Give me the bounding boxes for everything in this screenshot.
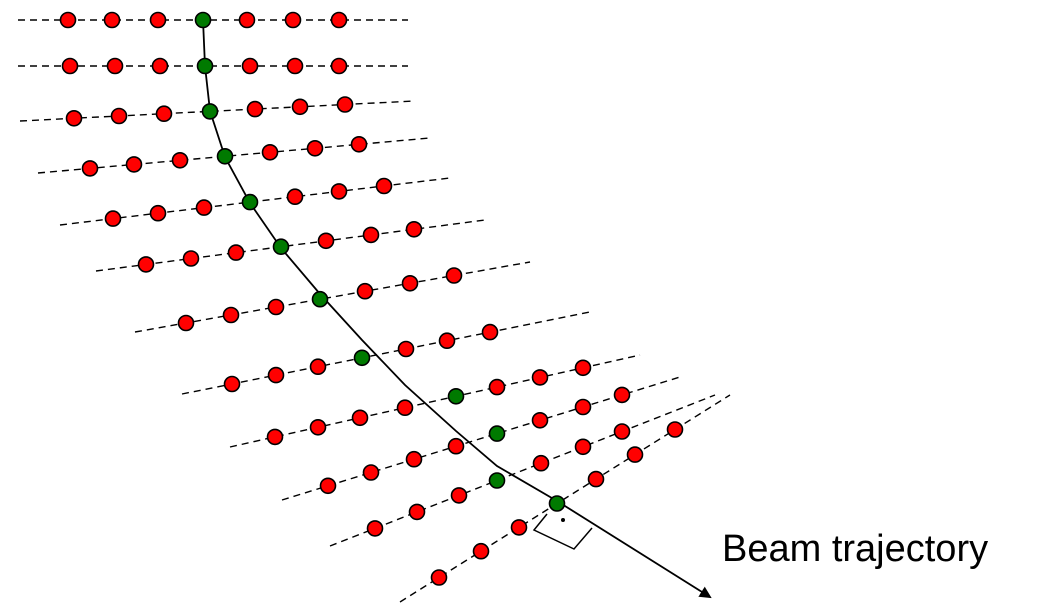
grid-point — [267, 298, 285, 316]
grid-point — [246, 100, 264, 118]
grid-point — [309, 358, 327, 376]
grid-point — [397, 340, 415, 358]
grid-point — [137, 256, 155, 273]
grid-point — [532, 454, 550, 472]
grid-point — [125, 156, 143, 173]
grid-point — [574, 398, 592, 416]
grid-point — [330, 11, 348, 29]
dashed-grid-lines — [18, 19, 731, 603]
grid-point — [626, 446, 644, 463]
trajectory-point — [488, 472, 506, 489]
grid-point — [401, 274, 419, 292]
trajectory-point — [447, 387, 465, 405]
grid-point — [405, 221, 423, 238]
grid-point — [149, 204, 167, 222]
grid-point — [81, 160, 99, 177]
grid-point — [481, 323, 499, 341]
grid-point — [396, 399, 414, 417]
grid-point — [291, 98, 309, 116]
grid-point — [59, 11, 77, 29]
grid-point — [574, 359, 592, 377]
grid-point — [286, 188, 304, 205]
grid-point — [472, 542, 490, 560]
grid-point — [65, 110, 83, 127]
dashed-line-7 — [134, 261, 531, 333]
grid-point — [182, 250, 200, 267]
grid-point — [356, 282, 374, 300]
grid-point — [408, 503, 426, 521]
grid-point — [195, 199, 213, 216]
grid-point — [177, 314, 195, 332]
grid-point — [375, 177, 393, 195]
dashed-line-10 — [281, 376, 681, 501]
beam-trajectory-label: Beam trajectory — [722, 528, 989, 570]
grid-point — [110, 107, 128, 125]
grid-point — [317, 232, 335, 250]
dashed-line-9 — [229, 354, 641, 448]
grid-point — [405, 450, 423, 468]
right-angle-icon — [532, 513, 593, 550]
grid-point — [362, 464, 380, 481]
grid-point — [227, 244, 245, 261]
grid-point — [350, 136, 368, 153]
grid-point — [238, 11, 256, 29]
dashed-line-8 — [181, 311, 591, 395]
grid-point — [149, 11, 167, 29]
grid-point — [266, 428, 284, 446]
grid-point — [103, 11, 121, 29]
grid-point — [155, 105, 173, 122]
grid-point — [450, 487, 468, 504]
dashed-line-11 — [329, 394, 716, 547]
grid-point — [445, 267, 463, 284]
grid-point — [613, 423, 631, 440]
grid-point — [309, 418, 327, 436]
grid-point — [666, 421, 684, 438]
grid-point — [574, 438, 592, 456]
grid-point — [613, 386, 631, 404]
trajectory-point — [241, 193, 259, 211]
grid-point — [587, 470, 605, 488]
trajectory-point — [548, 495, 566, 512]
grid-point — [104, 210, 122, 227]
right-angle-dot — [561, 518, 565, 522]
grid-point — [223, 375, 241, 393]
grid-point — [319, 477, 337, 495]
grid-point — [106, 57, 124, 75]
grid-point — [330, 183, 348, 200]
grid-point — [430, 569, 448, 586]
grid-point — [336, 96, 354, 113]
grid-point — [330, 57, 348, 75]
grid-point — [306, 140, 324, 157]
grid-point — [488, 378, 506, 396]
grid-point — [286, 57, 304, 75]
trajectory-point — [311, 290, 329, 308]
grid-point — [261, 144, 279, 161]
grid-point — [284, 11, 302, 29]
grid-points — [59, 11, 684, 586]
trajectory-point — [201, 103, 219, 120]
grid-point — [241, 57, 259, 75]
trajectory-point — [196, 57, 214, 75]
trajectory-point — [272, 238, 290, 255]
right-angle-marker — [532, 513, 593, 550]
dashed-line-6 — [95, 219, 486, 272]
grid-point — [366, 520, 384, 537]
grid-point — [171, 152, 189, 169]
trajectory-point — [216, 148, 234, 165]
trajectory-point — [353, 349, 371, 367]
grid-point — [222, 306, 240, 324]
grid-point — [362, 226, 380, 244]
grid-point — [351, 409, 369, 427]
grid-point — [438, 332, 456, 350]
grid-point — [510, 519, 528, 536]
grid-point — [447, 437, 465, 455]
grid-point — [531, 411, 549, 429]
grid-point — [267, 366, 285, 384]
trajectory-point — [194, 11, 212, 29]
grid-point — [531, 369, 549, 386]
grid-point — [151, 57, 169, 75]
grid-point — [61, 57, 79, 75]
trajectory-point — [488, 425, 506, 442]
